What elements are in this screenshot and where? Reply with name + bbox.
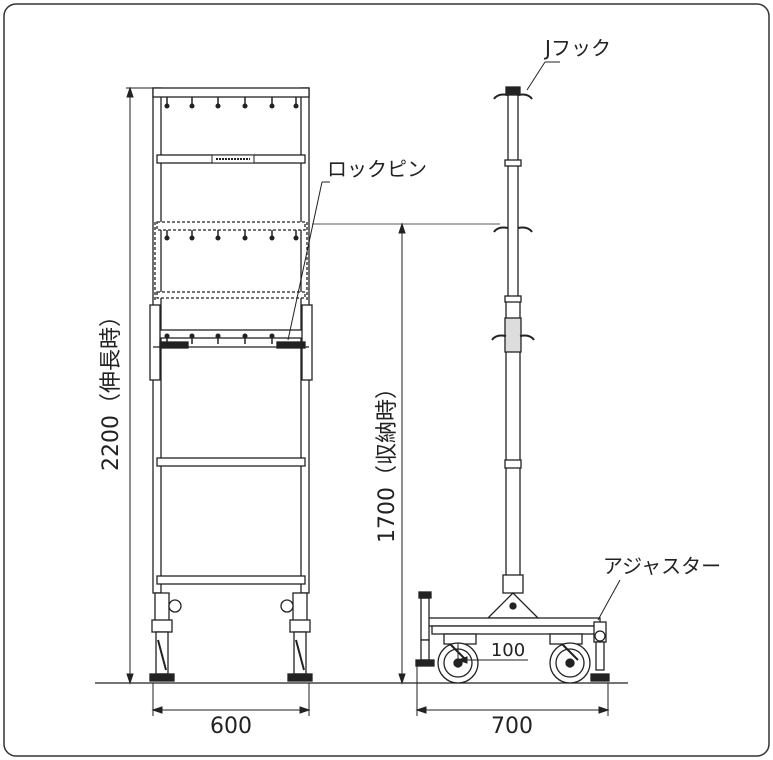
adjuster-label: アジャスター	[603, 554, 721, 578]
front-view-stand	[149, 87, 313, 682]
lock-pin-label: ロックピン	[327, 157, 427, 181]
side-width-dimension: 700	[491, 714, 533, 739]
side-view-j-hooks	[491, 93, 535, 341]
wheel-offset-dimension: 100	[491, 640, 525, 661]
j-hook-label: Jフック	[543, 36, 611, 60]
front-width-dimension: 600	[210, 714, 252, 739]
front-view-hooks	[164, 97, 299, 344]
extended-height-dimension: 2200（伸長時）	[99, 305, 124, 471]
side-view-stand	[415, 86, 610, 684]
frame-border	[3, 3, 770, 757]
dimension-lines	[126, 61, 621, 716]
stored-height-dimension: 1700（収納時）	[375, 377, 400, 543]
